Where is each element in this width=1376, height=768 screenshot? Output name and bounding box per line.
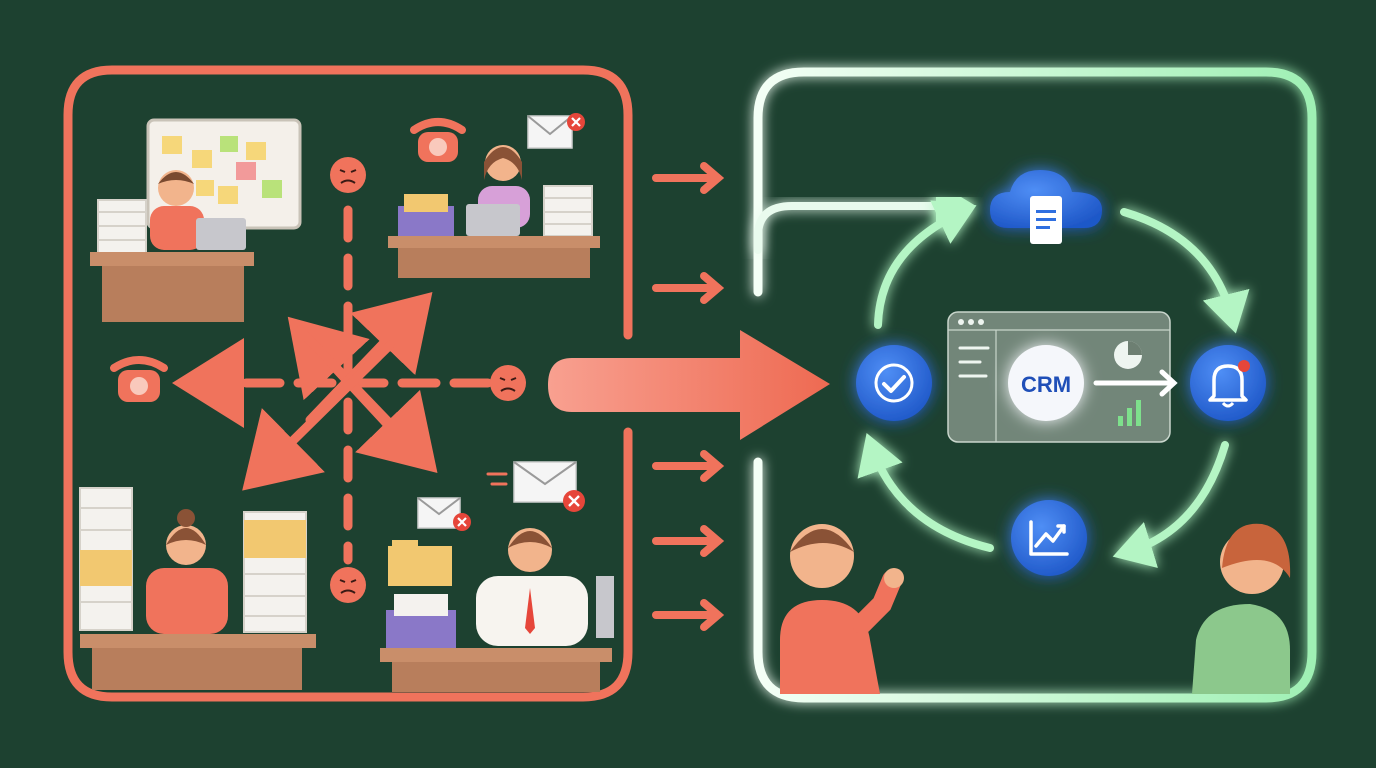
file-folder-icon [398, 194, 454, 238]
desk-worker-top-left [90, 118, 302, 322]
telephone-icon [110, 356, 168, 402]
checkmark-icon [882, 375, 906, 393]
angry-face-icon [330, 567, 366, 603]
order-frame [753, 67, 1317, 703]
crm-hub-label: CRM [1021, 372, 1071, 397]
cloud-document-node [990, 170, 1102, 244]
small-arrow-right-icon [652, 272, 725, 304]
email-error-icon [486, 461, 585, 512]
crm-hub: CRM [1008, 345, 1084, 421]
paper-stack-icon [79, 487, 133, 631]
small-arrow-right-icon [652, 525, 725, 557]
chaos-frame [63, 65, 633, 702]
email-error-icon [417, 497, 471, 531]
angry-face-icon [330, 157, 366, 193]
file-folder-icon [386, 540, 456, 650]
person-pointing [780, 524, 904, 694]
telephone-icon [410, 118, 466, 162]
pie-chart-icon [1114, 341, 1142, 369]
angry-face-icon [490, 365, 526, 401]
bell-notification-icon [1208, 360, 1250, 408]
trend-chart-node [1011, 500, 1087, 576]
crm-panel: CRM [753, 67, 1317, 703]
hub-to-bell-arrow [1093, 369, 1178, 397]
crm-dashboard-window: CRM [947, 311, 1178, 443]
laptop-icon [196, 218, 246, 250]
email-error-icon [527, 113, 585, 149]
paper-stack-icon [543, 185, 593, 237]
bell-notification-node [1190, 345, 1266, 421]
small-arrow-right-icon [652, 599, 725, 631]
person-watching [1192, 523, 1291, 694]
checkmark-node [856, 345, 932, 421]
desk-worker-bottom-left [79, 487, 316, 690]
order-inlet-line [754, 182, 976, 254]
chaos-panel [63, 65, 633, 702]
chaos-arrows [172, 205, 493, 565]
big-arrow-right-icon [548, 330, 830, 440]
process-cycle [857, 200, 1250, 568]
desk-worker-bottom-right [380, 461, 614, 692]
bar-chart-icon [1118, 400, 1141, 426]
paper-stack-icon [243, 511, 307, 633]
trend-chart-icon [1029, 520, 1069, 556]
desk-worker-top-right [388, 113, 600, 278]
paper-stack-icon [97, 199, 147, 259]
small-arrow-right-icon [652, 162, 725, 194]
transition-arrows [548, 162, 830, 631]
small-arrow-right-icon [652, 450, 725, 482]
laptop-icon [466, 204, 520, 236]
